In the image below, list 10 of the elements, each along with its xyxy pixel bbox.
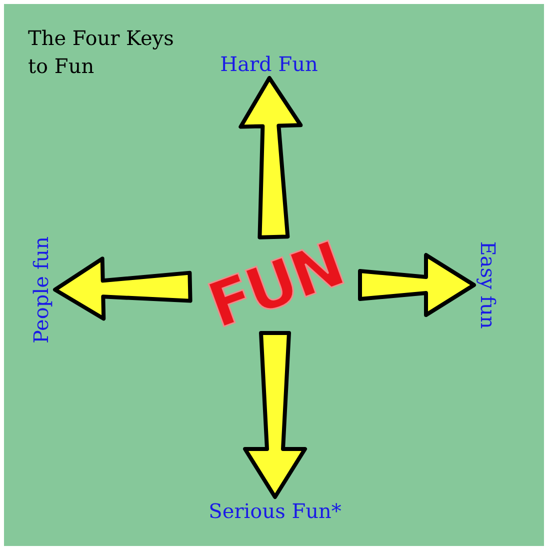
key-label: Easy fun — [474, 235, 502, 335]
key-label: Hard Fun — [211, 50, 327, 78]
title: The Four Keys to Fun — [28, 25, 175, 80]
arrow — [53, 256, 192, 321]
arrow — [238, 76, 303, 240]
key-label: Serious Fun* — [197, 497, 353, 525]
arrow — [243, 331, 307, 499]
center-word: FUN — [190, 237, 360, 333]
arrow — [358, 253, 476, 317]
key-label: People fun — [27, 227, 55, 353]
